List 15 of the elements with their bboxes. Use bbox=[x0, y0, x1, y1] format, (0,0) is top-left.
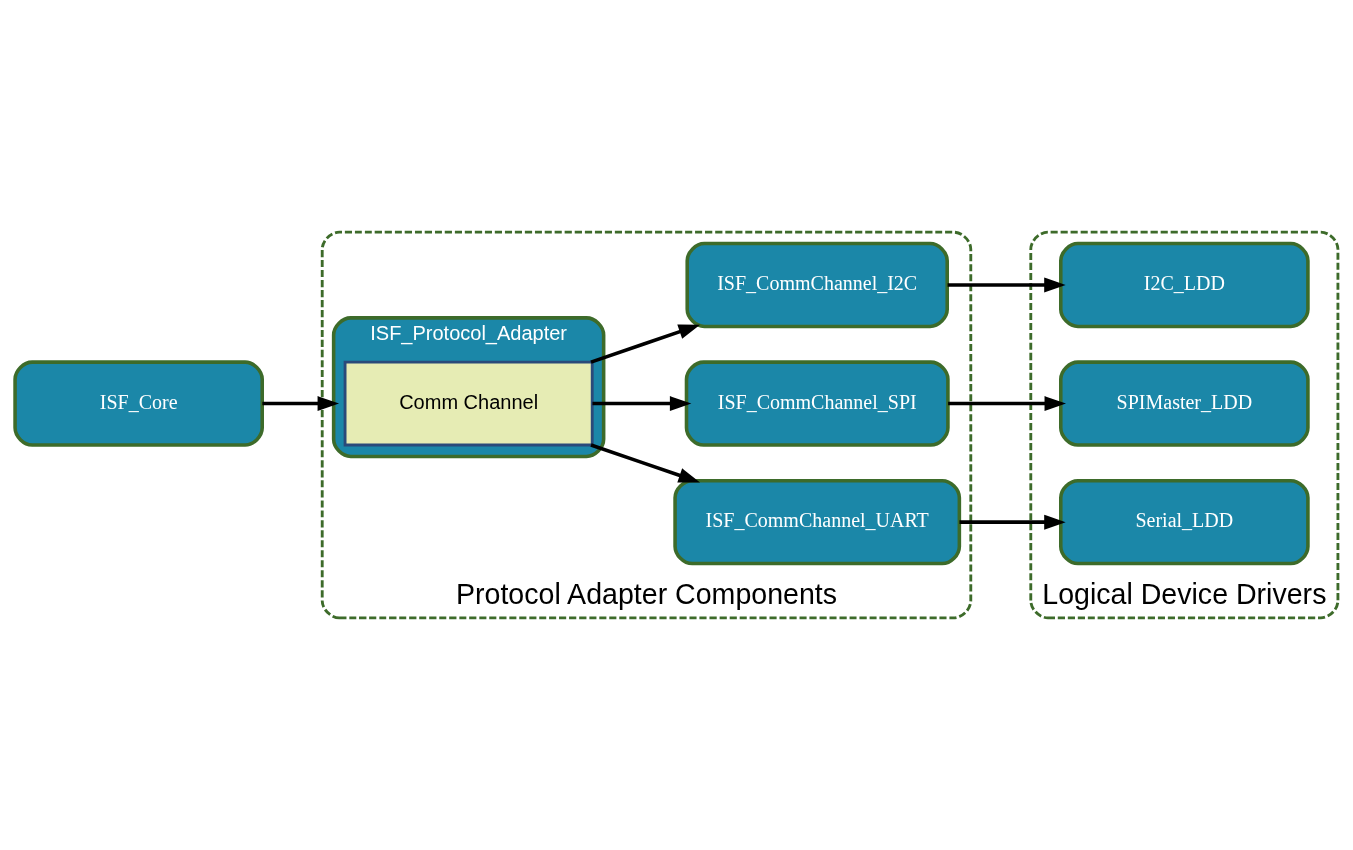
arrow bbox=[262, 396, 340, 412]
arrow bbox=[959, 514, 1066, 530]
arrow bbox=[592, 396, 692, 412]
arrow bbox=[947, 277, 1066, 293]
arrow bbox=[948, 396, 1066, 412]
arrow bbox=[590, 324, 701, 364]
node-box: ISF_Core bbox=[13, 360, 264, 447]
node-box: ISF_CommChannel_I2C bbox=[685, 241, 949, 329]
node-box: I2C_LDD bbox=[1059, 241, 1310, 329]
node-box: Serial_LDD bbox=[1059, 478, 1310, 566]
node-box: Comm Channel bbox=[343, 360, 594, 447]
node-box: ISF_CommChannel_UART bbox=[673, 478, 962, 566]
node-box: ISF_CommChannel_SPI bbox=[684, 360, 950, 447]
node-box: SPIMaster_LDD bbox=[1059, 360, 1310, 447]
arrow bbox=[590, 443, 701, 483]
